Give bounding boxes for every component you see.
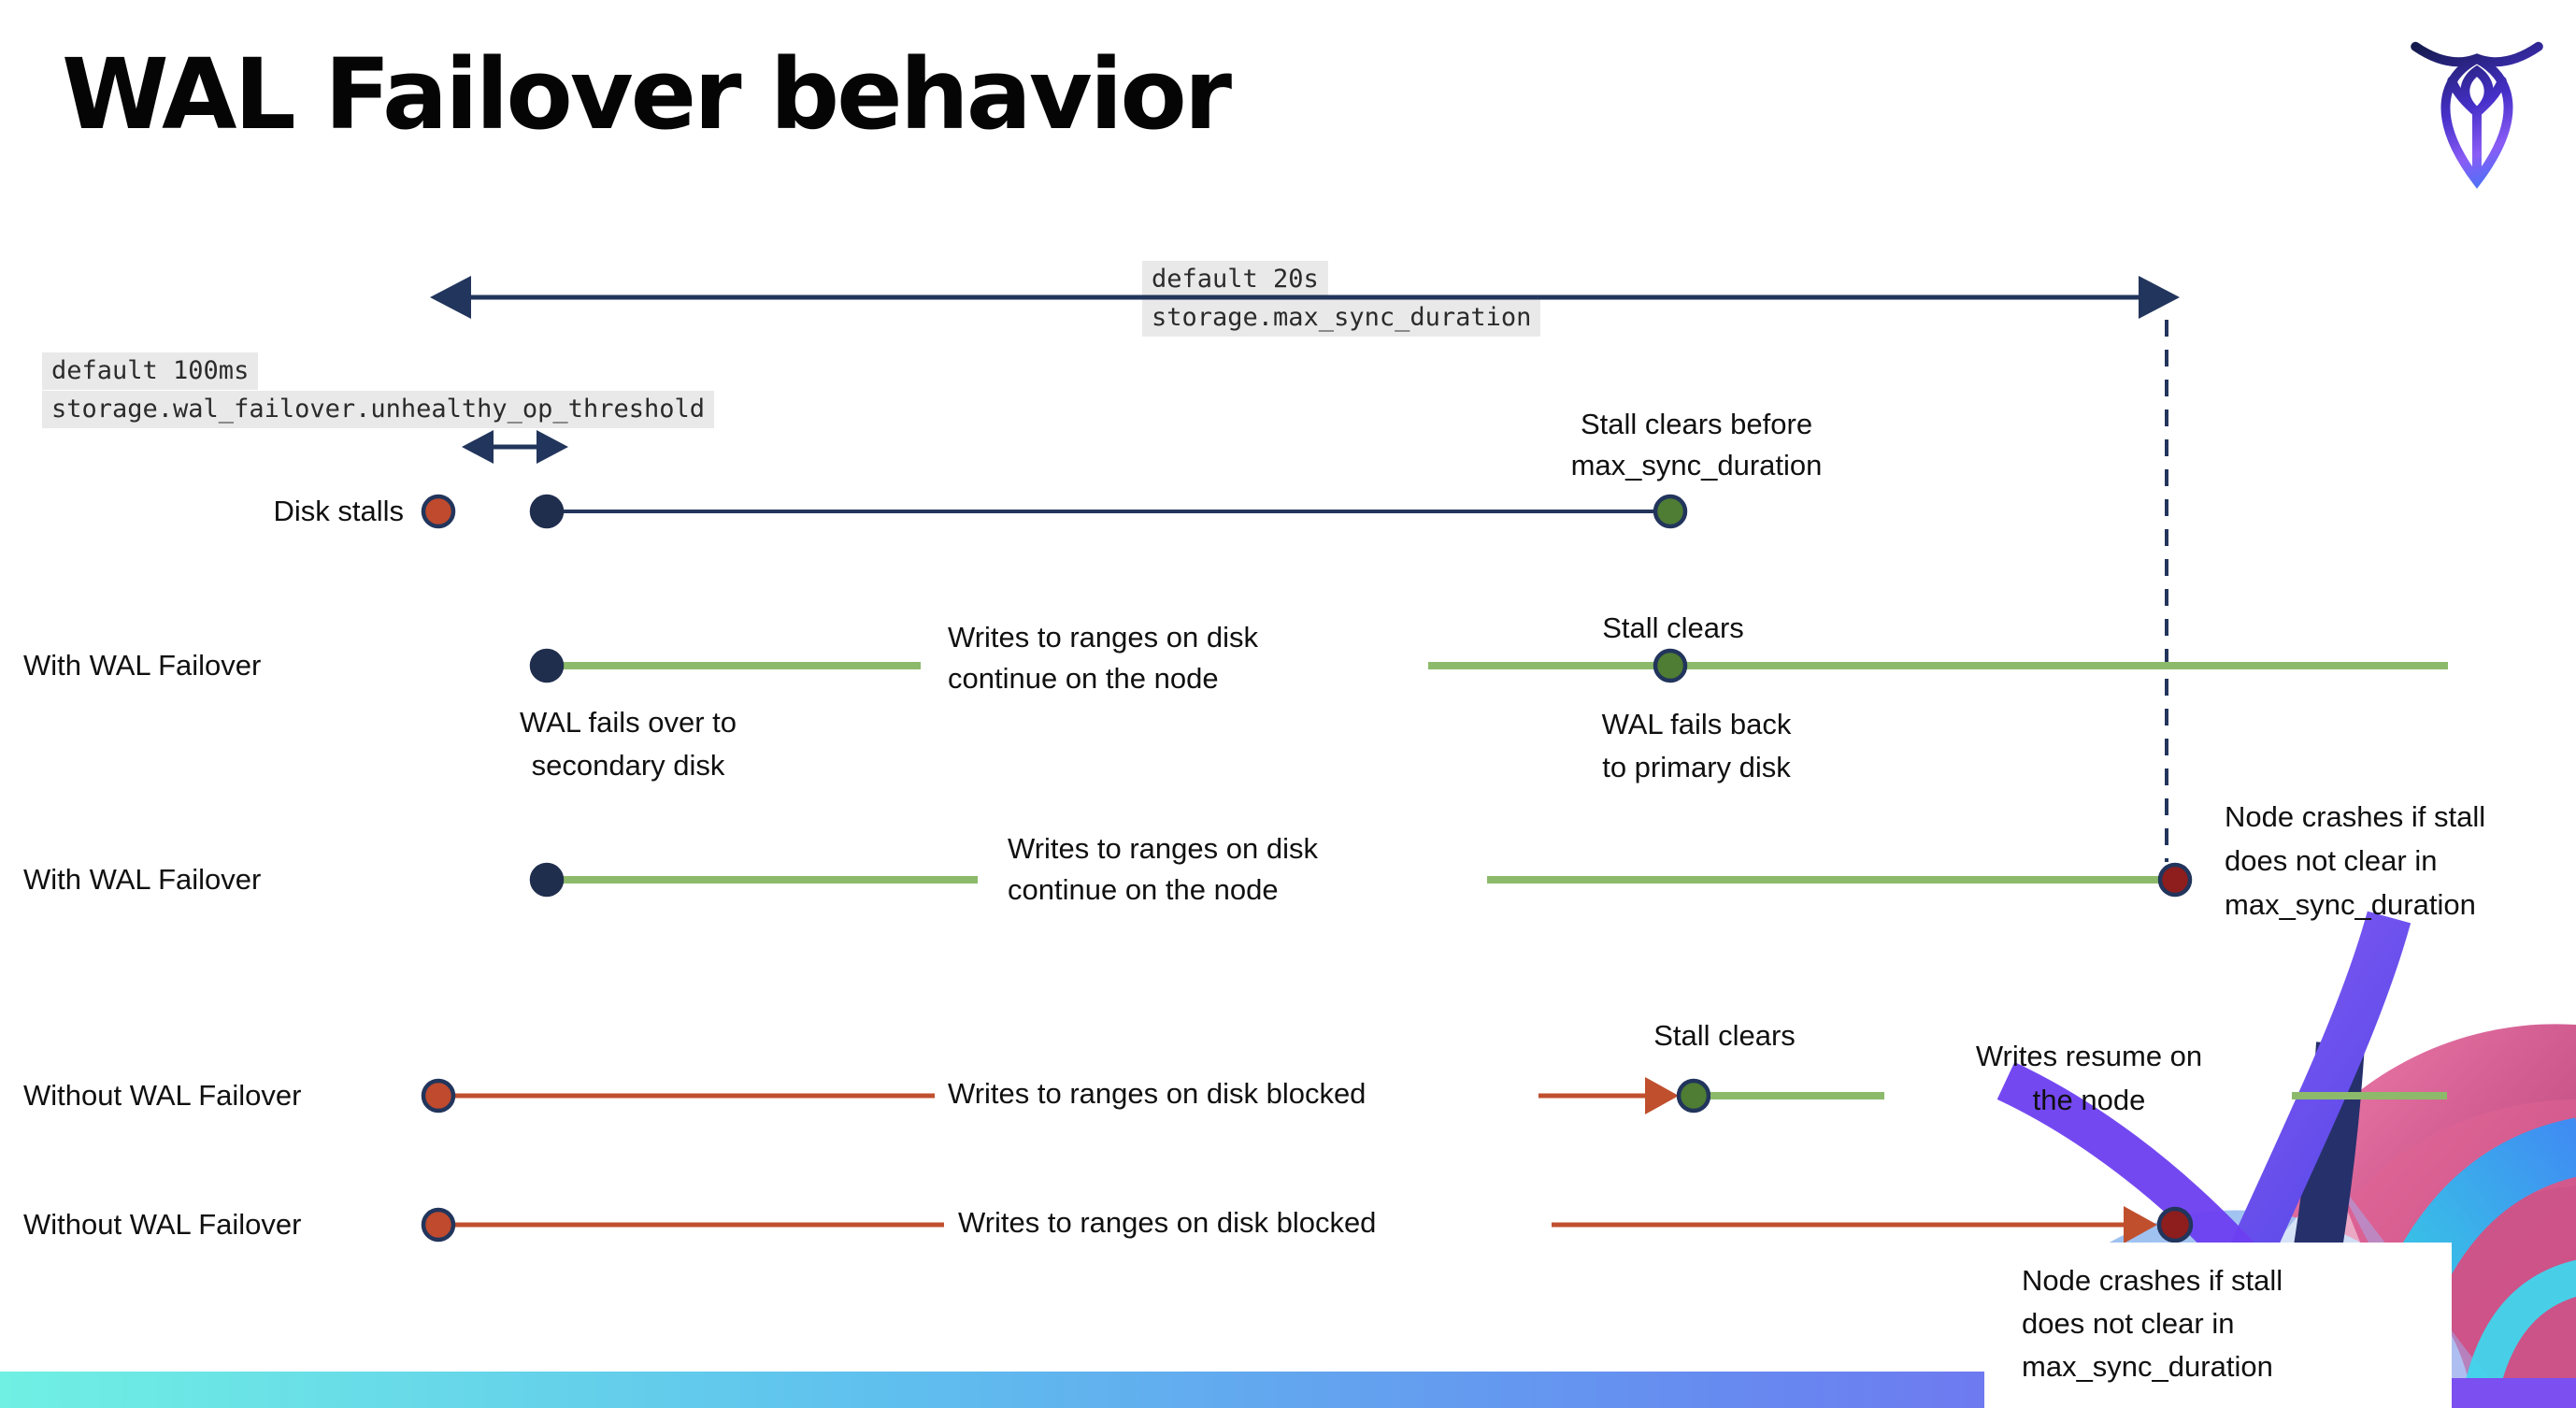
arrowhead-right bbox=[537, 430, 568, 464]
max-sync-default-label: default 20s bbox=[1142, 261, 1328, 298]
stall-clears-dot bbox=[1653, 648, 1688, 683]
threshold-dot bbox=[529, 494, 565, 529]
wal-fails-back-note: WAL fails back to primary disk bbox=[1601, 708, 1792, 783]
node-crashes-box: Node crashes if stall does not clear in … bbox=[1984, 1243, 2452, 1408]
node-crash-dot bbox=[2156, 1206, 2194, 1243]
stall-clears-before-note: Stall clears before max_sync_duration bbox=[1570, 408, 1823, 481]
writes-blocked-note: Writes to ranges on disk blocked bbox=[948, 1077, 1367, 1110]
stall-clears-dot bbox=[1676, 1078, 1711, 1113]
node-crash-dot bbox=[2157, 862, 2193, 898]
failover-dot bbox=[529, 648, 565, 683]
writes-resume-note: Writes resume on the node bbox=[1975, 1040, 2203, 1116]
writes-continue-note: Writes to ranges on disk continue on the… bbox=[948, 621, 1258, 695]
logo-inner-leaf bbox=[2460, 65, 2494, 119]
stall-clears-dot bbox=[1653, 494, 1688, 529]
writes-blocked-note: Writes to ranges on disk blocked bbox=[958, 1206, 1377, 1239]
stall-clears-note: Stall clears bbox=[1653, 1019, 1796, 1052]
node-crashes-note: Node crashes if stall does not clear in … bbox=[2225, 800, 2486, 921]
stall-start-dot bbox=[421, 494, 456, 529]
arrowhead-right bbox=[2139, 276, 2180, 319]
page-title: WAL Failover behavior bbox=[62, 37, 1232, 151]
row-label-with-wal-failover-1: With WAL Failover bbox=[23, 649, 262, 682]
arrowhead-left bbox=[430, 276, 471, 319]
row-label-without-wal-failover-1: Without WAL Failover bbox=[23, 1079, 302, 1112]
max-sync-setting-label: storage.max_sync_duration bbox=[1142, 299, 1541, 337]
writes-continue-note: Writes to ranges on disk continue on the… bbox=[1008, 832, 1318, 906]
row-label-without-wal-failover-2: Without WAL Failover bbox=[23, 1208, 302, 1241]
cockroachdb-logo-icon bbox=[2411, 41, 2543, 189]
failover-dot bbox=[529, 862, 565, 898]
threshold-default-label: default 100ms bbox=[42, 352, 259, 390]
stall-clears-note: Stall clears bbox=[1602, 611, 1744, 644]
node-crashes-note: Node crashes if stall does not clear in … bbox=[2022, 1264, 2283, 1383]
row-label-disk-stalls: Disk stalls bbox=[273, 495, 404, 527]
threshold-setting-label: storage.wal_failover.unhealthy_op_thresh… bbox=[42, 391, 714, 428]
wal-fails-over-note: WAL fails over to secondary disk bbox=[519, 706, 737, 782]
arrowhead-left bbox=[462, 430, 494, 464]
red-arrowhead bbox=[1645, 1077, 1679, 1114]
red-arrowhead bbox=[2124, 1206, 2157, 1243]
stall-start-dot bbox=[421, 1207, 456, 1243]
stall-start-dot bbox=[421, 1078, 456, 1113]
row-label-with-wal-failover-2: With WAL Failover bbox=[23, 863, 262, 896]
